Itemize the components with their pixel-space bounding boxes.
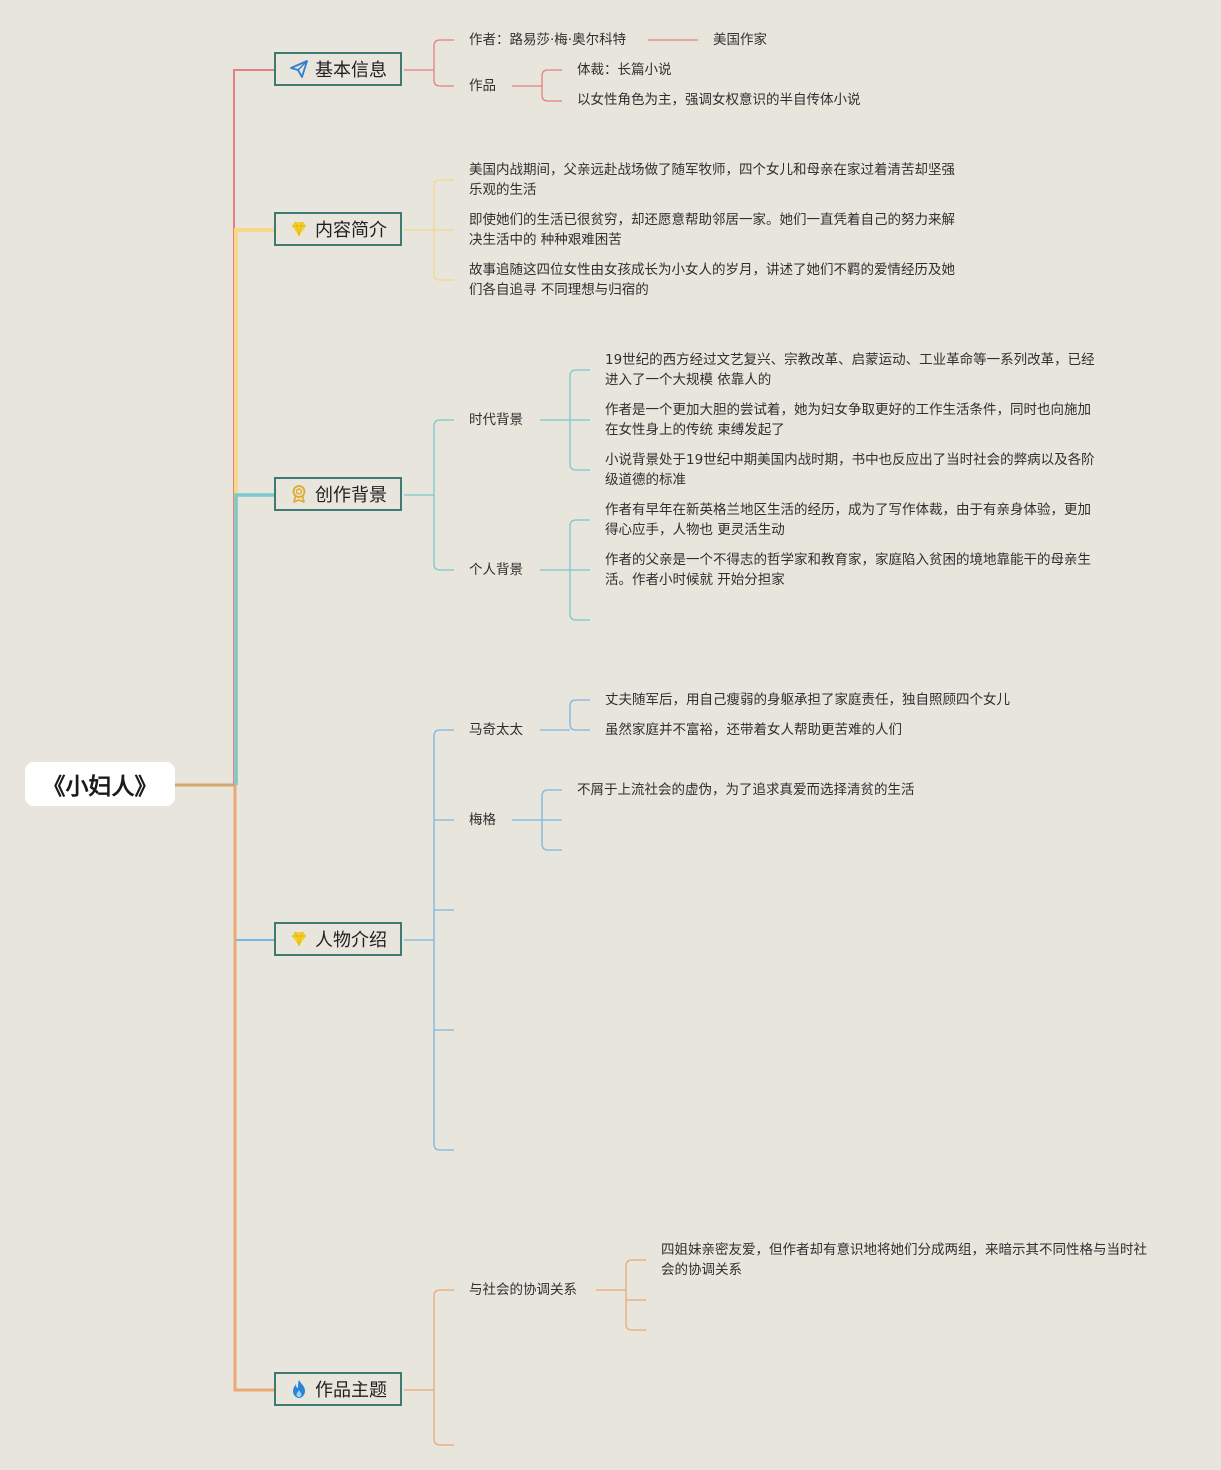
topic-label: 创作背景 (315, 485, 387, 506)
march-node[interactable]: 马奇太太 (469, 722, 523, 738)
topic-characters[interactable]: 人物介绍 (274, 922, 402, 956)
summary-item[interactable]: 故事追随这四位女性由女孩成长为小女人的岁月，讲述了她们不羁的爱情经历及她们各自追… (469, 262, 955, 298)
society-node[interactable]: 与社会的协调关系 (469, 1282, 577, 1298)
summary-item[interactable]: 即使她们的生活已很贫穷，却还愿意帮助邻居一家。她们一直凭着自己的努力来解决生活中… (469, 212, 955, 248)
topic-label: 内容简介 (315, 220, 387, 241)
topic-label: 基本信息 (315, 60, 387, 81)
topic-summary[interactable]: 内容简介 (274, 212, 402, 246)
personal-item[interactable]: 作者有早年在新英格兰地区生活的经历，成为了写作体裁，由于有亲身体验，更加得心应手… (605, 502, 1091, 538)
award-icon (289, 484, 309, 504)
lightbulb-icon (289, 219, 309, 239)
era-item[interactable]: 作者是一个更加大胆的尝试着，她为妇女争取更好的工作生活条件，同时也向施加在女性身… (605, 402, 1091, 438)
author-node[interactable]: 作者：路易莎·梅·奥尔科特 (469, 32, 627, 48)
personal-node[interactable]: 个人背景 (469, 562, 523, 578)
era-item[interactable]: 小说背景处于19世纪中期美国内战时期，书中也反应出了当时社会的弊病以及各阶级道德… (605, 452, 1095, 488)
summary-item[interactable]: 美国内战期间，父亲远赴战场做了随军牧师，四个女儿和母亲在家过着清苦却坚强乐观的生… (469, 162, 955, 198)
era-item[interactable]: 19世纪的西方经过文艺复兴、宗教改革、启蒙运动、工业革命等一系列改革，已经进入了… (605, 352, 1095, 388)
genre-desc-node[interactable]: 以女性角色为主，强调女权意识的半自传体小说 (577, 92, 861, 108)
flame-icon (289, 1379, 309, 1399)
root-topic[interactable]: 《小妇人》 (25, 762, 175, 806)
topic-basic-info[interactable]: 基本信息 (274, 52, 402, 86)
lightbulb-icon (289, 929, 309, 949)
topic-background[interactable]: 创作背景 (274, 477, 402, 511)
works-node[interactable]: 作品 (469, 78, 496, 94)
personal-item[interactable]: 作者的父亲是一个不得志的哲学家和教育家，家庭陷入贫困的境地靠能干的母亲生活。作者… (605, 552, 1091, 588)
march-item[interactable]: 丈夫随军后，用自己瘦弱的身躯承担了家庭责任，独自照顾四个女儿 (605, 692, 1010, 708)
topic-label: 作品主题 (315, 1380, 387, 1401)
meg-node[interactable]: 梅格 (469, 812, 496, 828)
genre-node[interactable]: 体裁：长篇小说 (577, 62, 672, 78)
author-note-node[interactable]: 美国作家 (713, 32, 767, 48)
era-node[interactable]: 时代背景 (469, 412, 523, 428)
paper-plane-icon (289, 59, 309, 79)
march-item[interactable]: 虽然家庭并不富裕，还带着女人帮助更苦难的人们 (605, 722, 902, 738)
society-item[interactable]: 四姐妹亲密友爱，但作者却有意识地将她们分成两组，来暗示其不同性格与当时社会的协调… (661, 1242, 1147, 1278)
meg-item[interactable]: 不屑于上流社会的虚伪，为了追求真爱而选择清贫的生活 (577, 782, 915, 798)
topic-label: 人物介绍 (315, 930, 387, 951)
topic-theme[interactable]: 作品主题 (274, 1372, 402, 1406)
